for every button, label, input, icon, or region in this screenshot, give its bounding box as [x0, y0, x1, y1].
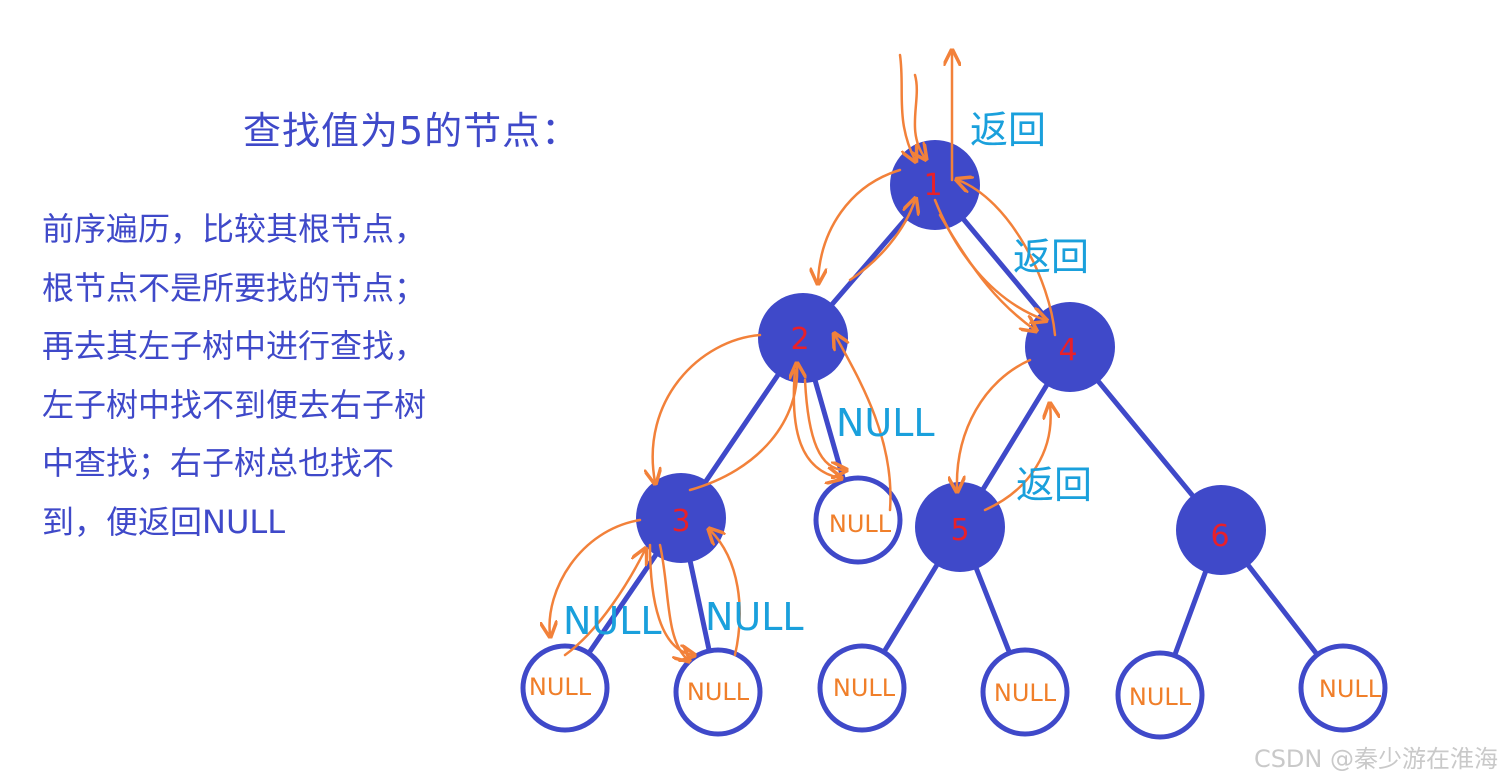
- traversal-arrows: [550, 52, 1055, 660]
- node-3-null-right: NULL: [673, 647, 763, 737]
- null-label: NULL: [1319, 675, 1382, 703]
- arrow-3-to-null-right-b: [658, 543, 688, 660]
- node-6-null-left: NULL: [1115, 650, 1205, 740]
- node-4-label: 4: [1058, 333, 1077, 368]
- null-label: NULL: [829, 510, 892, 538]
- arrow-4-to-1: [958, 180, 1057, 337]
- description: 前序遍历，比较其根节点， 根节点不是所要找的节点； 再去其左子树中进行查找， 左…: [42, 200, 426, 551]
- node-5-null-left: NULL: [817, 643, 907, 733]
- arrow-2-to-1: [848, 200, 915, 282]
- arrow-enter-root-2: [915, 73, 925, 158]
- null-annotation-3-right: NULL: [705, 595, 804, 639]
- null-annotation-2: NULL: [836, 401, 935, 445]
- null-label: NULL: [529, 673, 592, 701]
- arrow-1-to-2: [818, 168, 902, 282]
- node-3-label: 3: [671, 504, 690, 539]
- node-2-label: 2: [790, 322, 809, 357]
- arrow-5-to-4: [983, 405, 1051, 512]
- null-annotation-3-left: NULL: [563, 599, 662, 643]
- arrow-null-right-to-3: [710, 530, 741, 657]
- null-label: NULL: [687, 678, 750, 706]
- description-line: 到，便返回NULL: [42, 502, 286, 541]
- node-3-null-left: NULL: [520, 643, 610, 733]
- tree-nodes: 1 2 4 3 NULL 5 6 NULL: [520, 140, 1388, 740]
- node-3: 3: [636, 473, 726, 563]
- arrow-1-to-4-b: [938, 213, 1035, 330]
- return-label-root: 返回: [970, 108, 1046, 152]
- node-4: 4: [1025, 302, 1115, 392]
- arrow-3-to-2: [688, 365, 797, 492]
- arrow-3-to-null-left: [550, 518, 642, 635]
- node-2: 2: [758, 293, 848, 383]
- description-line: 前序遍历，比较其根节点，: [42, 210, 427, 248]
- node-5-label: 5: [950, 513, 969, 548]
- description-line: 根节点不是所要找的节点；: [42, 268, 427, 307]
- node-6-label: 6: [1210, 519, 1229, 554]
- description-line: 再去其左子树中进行查找，: [42, 327, 427, 365]
- arrow-2-to-3: [653, 333, 762, 482]
- null-label: NULL: [833, 674, 896, 702]
- node-5: 5: [915, 482, 1005, 572]
- arrow-enter-root: [898, 53, 915, 160]
- null-label: NULL: [1129, 683, 1192, 711]
- node-1-label: 1: [923, 168, 942, 203]
- node-2-null-right: NULL: [813, 475, 903, 565]
- arrow-2-to-null: [792, 368, 840, 478]
- arrow-2-to-null-b: [803, 378, 845, 470]
- description-line: 中查找；右子树总也找不: [42, 444, 395, 482]
- return-label-4: 返回: [1013, 235, 1089, 279]
- annotations: 返回 返回 返回 NULL NULL NULL: [563, 108, 1092, 643]
- description-line: 左子树中找不到便去右子树: [42, 385, 427, 424]
- arrow-4-to-5: [957, 358, 1032, 490]
- node-6: 6: [1176, 485, 1266, 575]
- arrow-null-to-2: [835, 335, 892, 512]
- watermark: CSDN @秦少游在淮海: [1253, 745, 1498, 773]
- null-label: NULL: [994, 679, 1057, 707]
- node-6-null-right: NULL: [1298, 643, 1388, 733]
- node-5-null-right: NULL: [980, 647, 1070, 737]
- page-title: 查找值为5的节点：: [243, 109, 581, 153]
- tree-edges: [562, 182, 1346, 698]
- arrow-null-left-to-3: [563, 550, 645, 657]
- return-label-5: 返回: [1016, 463, 1092, 507]
